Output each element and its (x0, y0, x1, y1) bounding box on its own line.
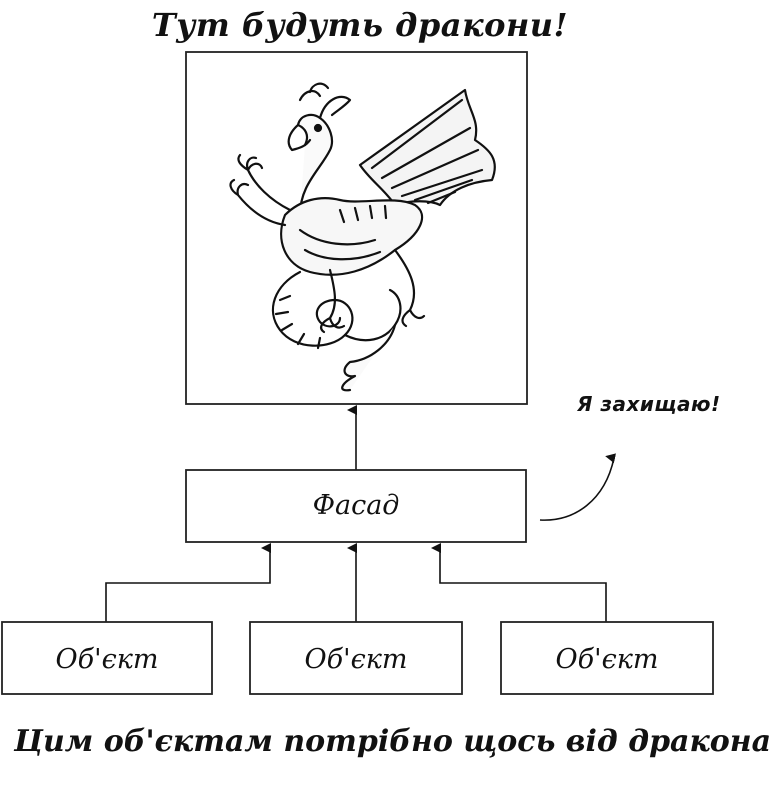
object-label-3: Об'єкт (556, 644, 659, 675)
object-label-1: Об'єкт (56, 644, 159, 675)
callout-arrow (539, 453, 617, 521)
connector-right (431, 543, 607, 622)
title: Тут будуть дракони! (151, 6, 569, 44)
object-box-1: Об'єкт (1, 621, 213, 695)
object-label-2: Об'єкт (305, 644, 408, 675)
connector-lines (105, 543, 607, 622)
callout-text: Я захищаю! (577, 392, 721, 416)
connector-left (105, 543, 271, 622)
object-box-3: Об'єкт (500, 621, 714, 695)
dragon-illustration-icon (229, 82, 496, 392)
caption: Цим об'єктам потрібно щось від дракона (14, 724, 772, 759)
facade-box: Фасад (185, 469, 527, 543)
facade-label: Фасад (313, 490, 400, 521)
object-box-2: Об'єкт (249, 621, 463, 695)
